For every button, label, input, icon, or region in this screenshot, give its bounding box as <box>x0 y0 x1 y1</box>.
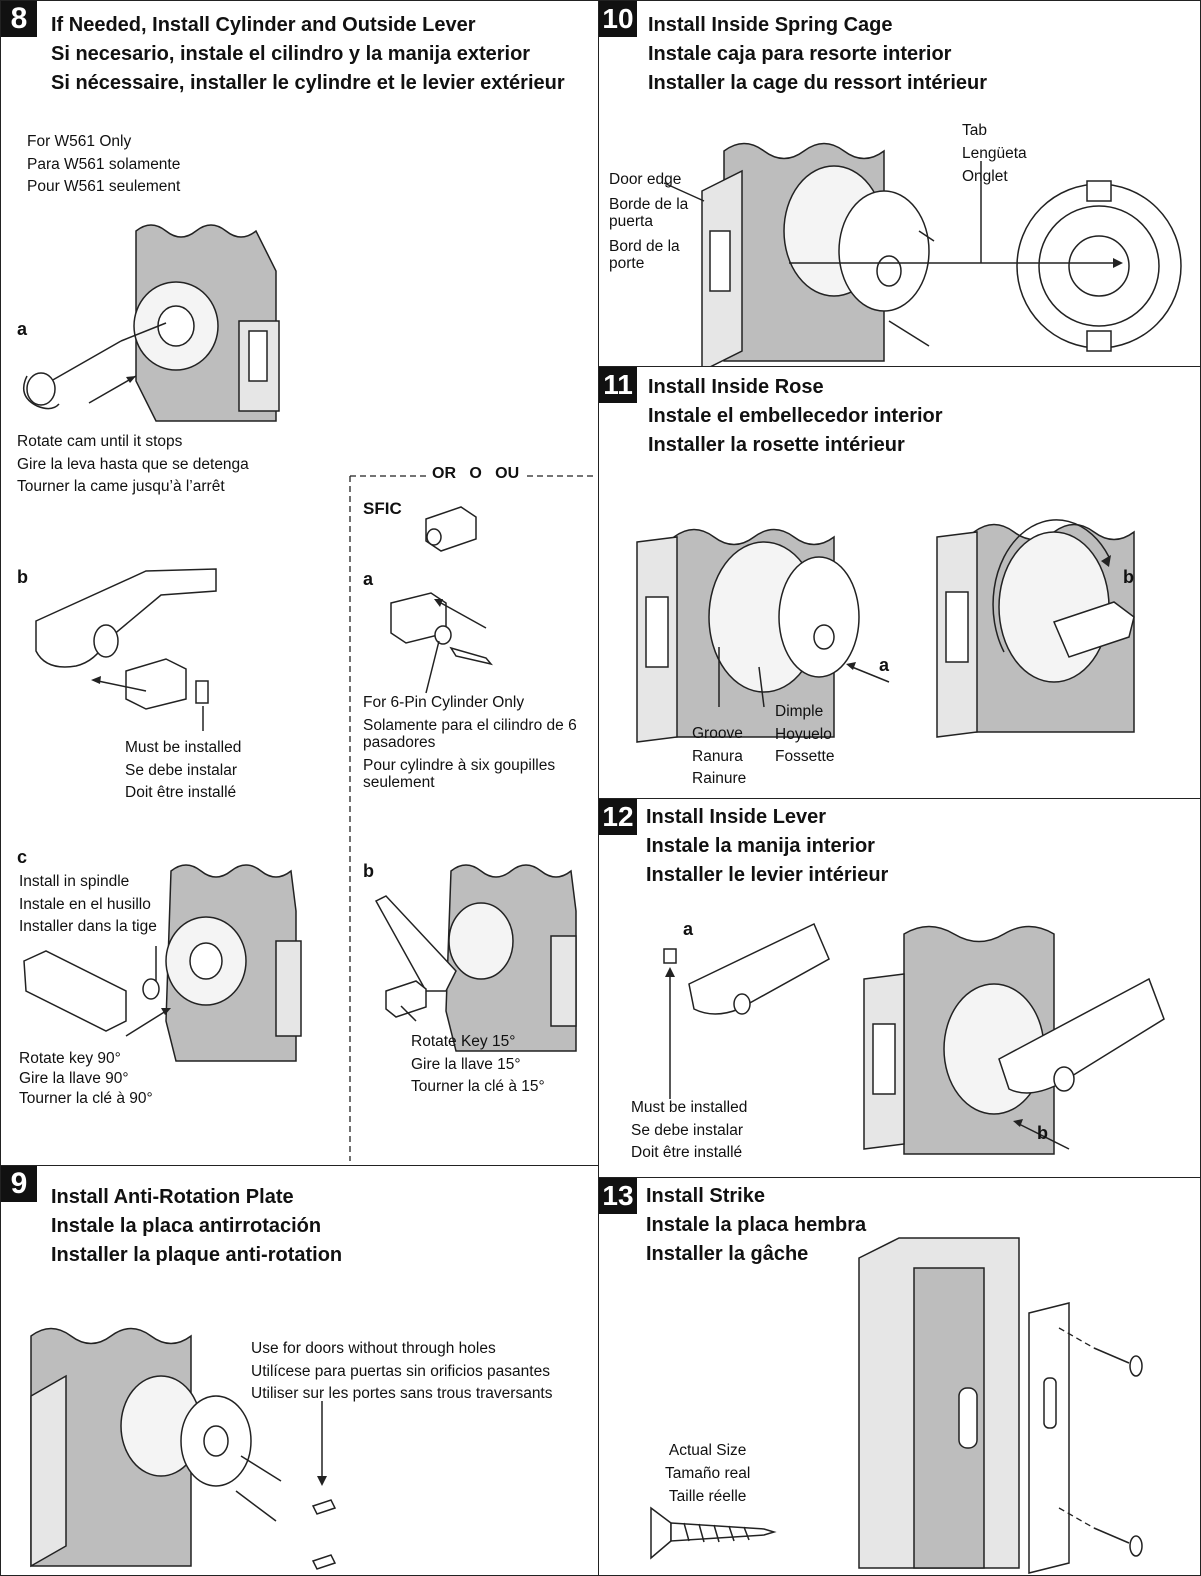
step-8c-illustration <box>23 864 302 1062</box>
sfic-core-icon <box>425 506 477 552</box>
must-installed-note-12: Must be installed Se debe instalar Doit … <box>631 1099 748 1161</box>
or-label: OR O OU <box>432 465 520 482</box>
spring-cage-detail <box>789 161 1182 352</box>
step-8-number: 8 <box>1 1 37 37</box>
step-12b-label: b <box>1037 1123 1048 1143</box>
rotate-cam-note: Rotate cam until it stops Gire la leva h… <box>17 433 249 495</box>
step-8a-label: a <box>17 319 28 339</box>
rotate-key-90-note: Rotate key 90° Gire la llave 90° Tourner… <box>19 1050 153 1107</box>
dimple-note: Dimple Hoyuelo Fossette <box>775 703 835 765</box>
step-10-number: 10 <box>599 1 637 37</box>
step-10-title: Install Inside Spring Cage Instale caja … <box>648 14 988 94</box>
step-9-panel: 9 Install Anti-Rotation Plate Instale la… <box>0 1165 599 1576</box>
step-11a-illustration <box>636 528 890 743</box>
step-11b-illustration <box>936 519 1135 738</box>
step-8b-label: b <box>17 567 28 587</box>
door-edge-note: Door edge Borde de la puerta Bord de la … <box>609 171 689 272</box>
step-13-number: 13 <box>599 1178 637 1214</box>
rotate-key-15-note: Rotate Key 15° Gire la llave 15° Tourner… <box>411 1033 545 1095</box>
anti-rotation-screws <box>311 1401 337 1570</box>
step-9-illustration <box>30 1327 282 1568</box>
w561-note: For W561 Only Para W561 solamente Pour W… <box>27 133 181 195</box>
step-8-title: If Needed, Install Cylinder and Outside … <box>51 14 565 94</box>
use-for-note: Use for doors without through holes Util… <box>251 1340 553 1402</box>
must-installed-note-8b: Must be installed Se debe instalar Doit … <box>125 739 242 801</box>
step-10-panel: 10 Install Inside Spring Cage Instale ca… <box>598 0 1201 367</box>
step-11-panel: 11 Install Inside Rose Instale el embell… <box>598 366 1201 799</box>
step-12a-lever-illustration <box>663 922 830 1099</box>
step-13-panel: 13 Install Strike Instale la placa hembr… <box>598 1177 1201 1576</box>
step-13-title: Install Strike Instale la placa hembra I… <box>646 1185 867 1265</box>
step-10-illustration <box>663 142 935 366</box>
step-8-panel: 8 If Needed, Install Cylinder and Outsid… <box>0 0 599 1166</box>
step-11-number: 11 <box>599 367 637 403</box>
actual-size-note: Actual Size Tamaño real Taille réelle <box>665 1442 751 1505</box>
or-divider <box>349 475 597 1161</box>
step-9-number: 9 <box>1 1166 37 1202</box>
step-11a-label: a <box>879 655 890 675</box>
step-13-strike-illustration <box>858 1237 1143 1574</box>
sfic-b-label: b <box>363 861 374 881</box>
step-11-title: Install Inside Rose Instale el embellece… <box>648 376 943 456</box>
actual-size-screw <box>650 1506 777 1560</box>
step-12-panel: 12 Install Inside Lever Instale la manij… <box>598 798 1201 1178</box>
sfic-b-illustration <box>374 864 577 1052</box>
step-8a-illustration <box>22 224 280 422</box>
sfic-a-illustration <box>390 592 493 694</box>
sfic-a-label: a <box>363 569 374 589</box>
step-12a-label: a <box>683 919 694 939</box>
sfic-label: SFIC <box>363 499 402 518</box>
step-12-title: Install Inside Lever Instale la manija i… <box>646 806 889 886</box>
groove-note: Groove Ranura Rainure <box>692 725 747 787</box>
step-12-number: 12 <box>599 799 637 835</box>
step-12b-illustration <box>863 925 1165 1155</box>
step-8b-lever-illustration <box>35 568 217 731</box>
install-spindle-note: Install in spindle Instale en el husillo… <box>19 873 157 935</box>
step-11b-label: b <box>1123 567 1134 587</box>
six-pin-note: For 6-Pin Cylinder Only Solamente para e… <box>363 694 577 791</box>
tab-note: Tab Lengüeta Onglet <box>962 122 1027 185</box>
step-8c-label: c <box>17 847 28 867</box>
step-9-title: Install Anti-Rotation Plate Instale la p… <box>51 1186 343 1266</box>
